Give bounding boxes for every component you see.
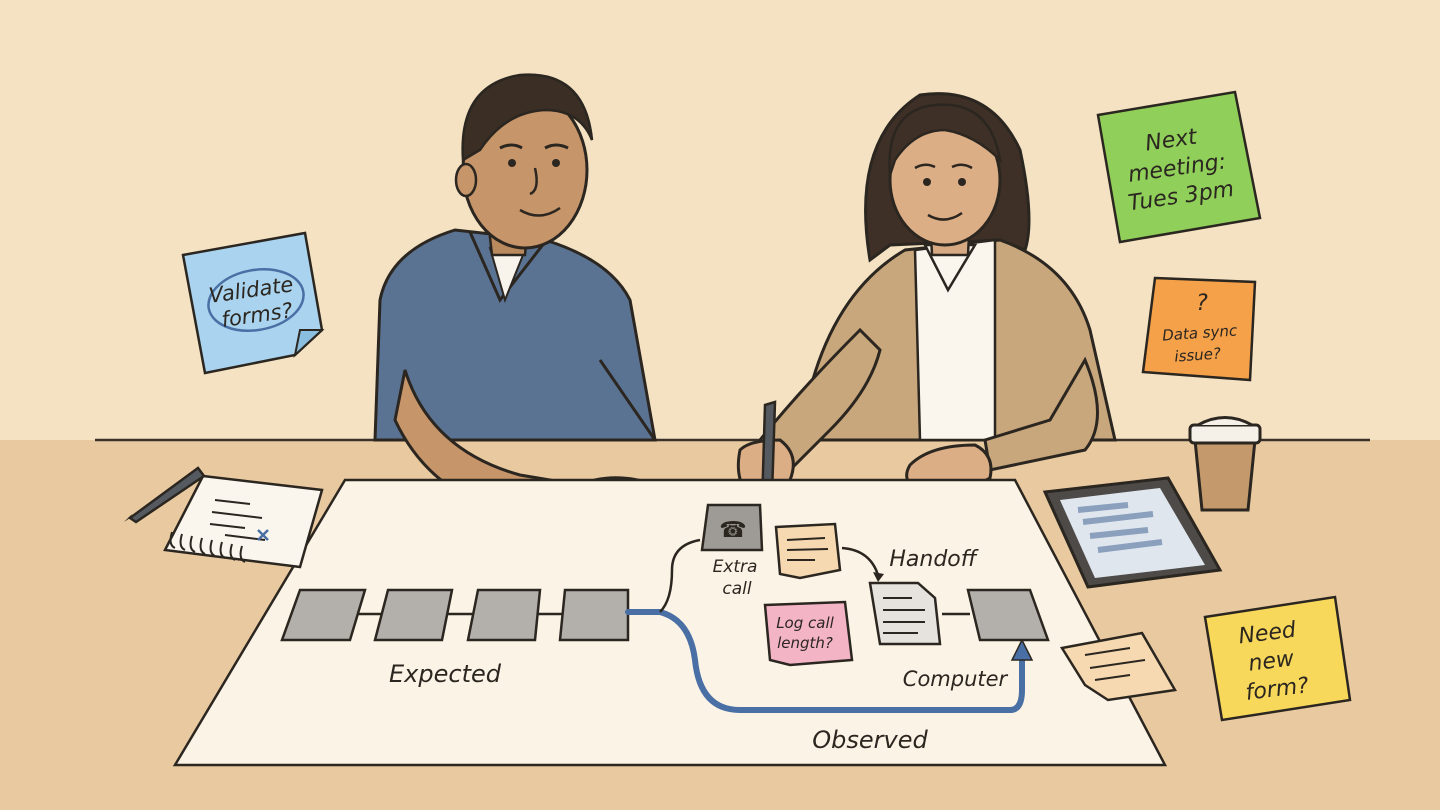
tablet [1042, 476, 1223, 589]
coffee-cup [1188, 416, 1262, 512]
computer-step-box [966, 588, 1050, 642]
need-form-line2: new [1247, 646, 1296, 676]
observed-label: Observed [812, 726, 928, 754]
pen-on-table [124, 466, 206, 524]
expected-step-box [558, 588, 630, 642]
sticky-note-log-call [763, 600, 854, 667]
log-call-line1: Log call [776, 614, 834, 632]
sticky-note-validate: Validate forms? [181, 231, 325, 375]
loose-note [1059, 631, 1178, 702]
expected-step-box [280, 588, 367, 642]
data-sync-line2: issue? [1174, 344, 1222, 365]
expected-step-box [466, 588, 542, 642]
expected-flow [280, 588, 630, 642]
man-hair [461, 73, 594, 163]
notepad [163, 474, 324, 569]
expected-label: Expected [389, 660, 502, 688]
document-icon [868, 581, 942, 646]
observed-path [625, 609, 1025, 713]
process-map-paper [172, 478, 1168, 767]
phone-icon: ☎ [719, 518, 746, 543]
handoff-label: Handoff [889, 547, 978, 572]
observed-arrowhead [1010, 638, 1034, 661]
sticky-note-next-meeting: Next meeting: Tues 3pm [1096, 90, 1262, 244]
extra-call-label-line1: Extra [713, 557, 758, 577]
handwritten-note [774, 522, 842, 580]
computer-label: Computer [903, 667, 1009, 691]
log-call-line2: length? [777, 634, 833, 652]
extra-call-box [700, 503, 764, 552]
extra-call-label-line2: call [722, 579, 751, 599]
expected-step-box [373, 588, 454, 642]
sticky-note-data-sync: ? Data sync issue? [1141, 276, 1257, 382]
sticky-note-need-form: Need new form? [1203, 595, 1352, 722]
data-sync-line1: Data sync [1162, 321, 1239, 344]
data-sync-mark: ? [1196, 291, 1208, 316]
